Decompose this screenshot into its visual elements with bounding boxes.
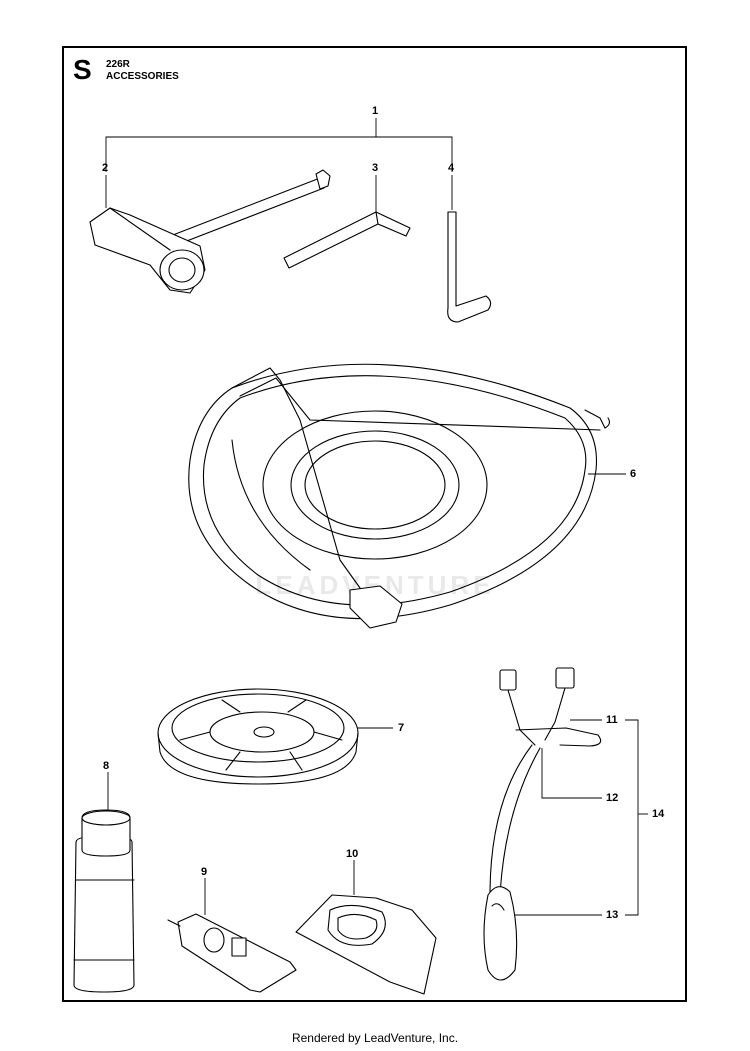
callout-11: 11 [606, 714, 618, 726]
callout-12: 12 [606, 792, 619, 804]
callout-1: 1 [372, 105, 379, 117]
harness-drawing [483, 667, 602, 981]
callout-13: 13 [606, 909, 619, 921]
callout-2: 2 [102, 162, 109, 174]
combination-spanner-drawing [89, 169, 331, 294]
diagram-frame [62, 46, 687, 1002]
callout-8: 8 [103, 760, 110, 772]
callout-9: 9 [201, 866, 208, 878]
callout-3: 3 [372, 162, 379, 174]
trimmer-disk-drawing [157, 688, 359, 785]
leader-lines [105, 118, 648, 916]
callout-4: 4 [448, 162, 455, 174]
allen-key-drawing [447, 211, 492, 323]
callout-10: 10 [346, 848, 359, 860]
oil-bottle-drawing [73, 809, 135, 993]
callout-14: 14 [652, 808, 665, 820]
hex-key-drawing [283, 211, 411, 269]
grease-tube-drawing [167, 913, 297, 993]
callout-7: 7 [398, 722, 405, 734]
section-letter: S [73, 54, 92, 85]
transport-guard-drawing [295, 894, 437, 995]
model-number: 226R [106, 59, 130, 70]
page-title: ACCESSORIES [106, 71, 179, 82]
blade-guard-drawing [188, 363, 611, 629]
callout-6: 6 [630, 468, 637, 480]
footer-credit: Rendered by LeadVenture, Inc. [291, 1031, 459, 1045]
